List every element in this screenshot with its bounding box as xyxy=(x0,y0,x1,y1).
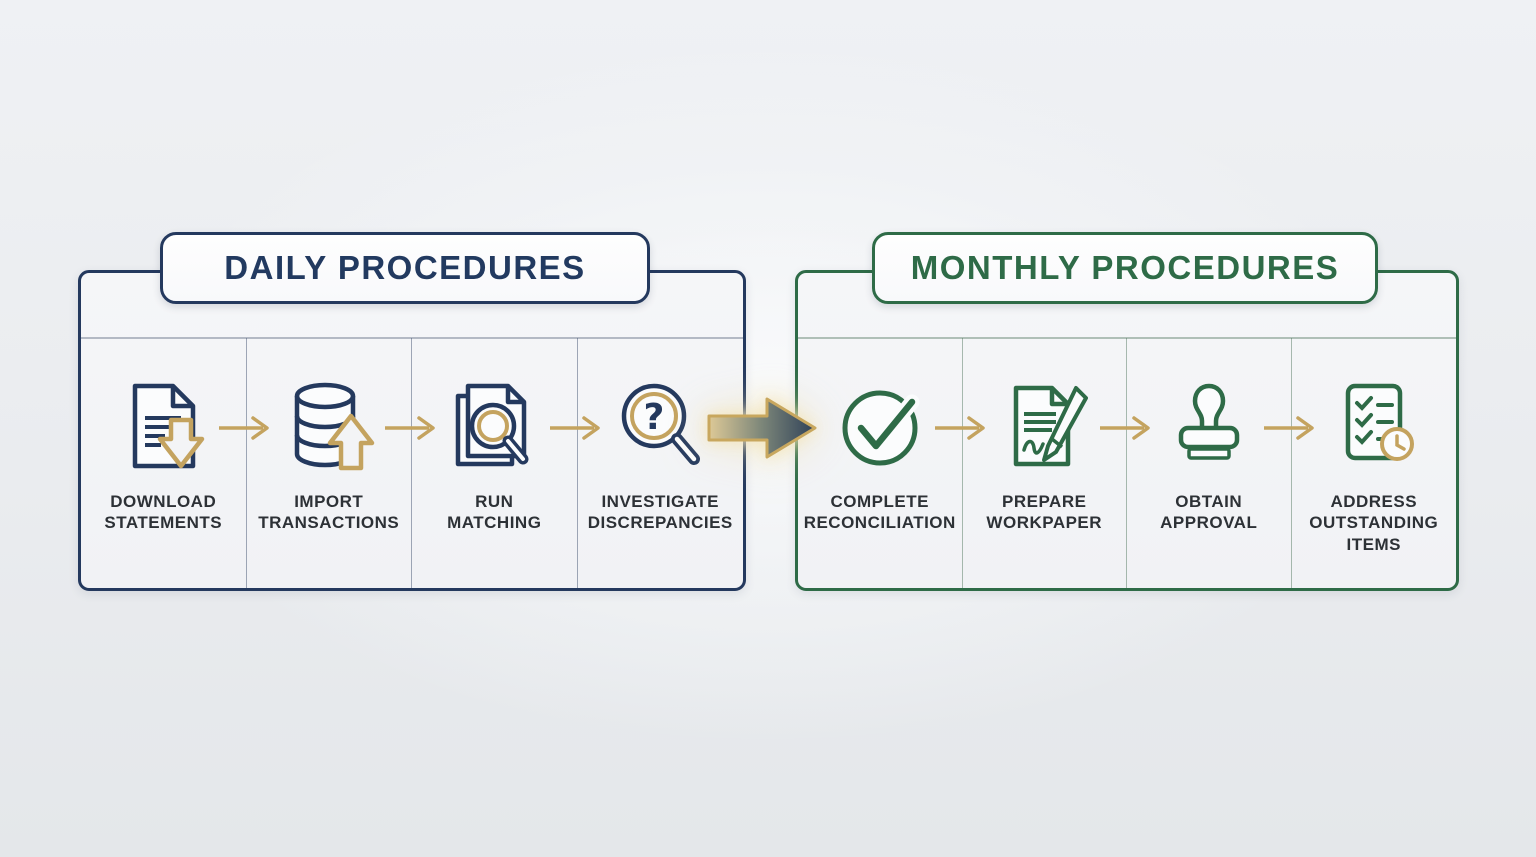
monthly-steps-row: COMPLETE RECONCILIATION PREPARE WORKPAPE… xyxy=(798,338,1456,588)
step-complete-reconciliation: COMPLETE RECONCILIATION xyxy=(798,338,963,588)
step-arrow-icon xyxy=(219,416,269,440)
panel-header-divider xyxy=(798,337,1456,339)
monthly-procedures-title: MONTHLY PROCEDURES xyxy=(872,232,1378,304)
daily-procedures-panel: DOWNLOAD STATEMENTS IMPORT TRANSACTIONS xyxy=(78,270,746,591)
step-label: COMPLETE RECONCILIATION xyxy=(803,492,956,533)
step-arrow-icon xyxy=(935,416,985,440)
document-magnifier-icon xyxy=(444,376,544,476)
step-label: OBTAIN APPROVAL xyxy=(1160,492,1258,533)
panel-header-divider xyxy=(81,337,743,339)
step-arrow-icon xyxy=(1264,416,1314,440)
step-investigate-discrepancies: ? INVESTIGATE DISCREPANCIES xyxy=(578,338,744,588)
monthly-procedures-panel: COMPLETE RECONCILIATION PREPARE WORKPAPE… xyxy=(795,270,1459,591)
stamp-icon xyxy=(1159,376,1259,476)
step-label: PREPARE WORKPAPER xyxy=(986,492,1103,533)
step-label: DOWNLOAD STATEMENTS xyxy=(104,492,223,533)
step-arrow-icon xyxy=(385,416,435,440)
step-arrow-icon xyxy=(550,416,600,440)
magnifier-question-icon: ? xyxy=(610,376,710,476)
checklist-clock-icon xyxy=(1324,376,1424,476)
panel-title-text: MONTHLY PROCEDURES xyxy=(910,249,1340,286)
daily-steps-row: DOWNLOAD STATEMENTS IMPORT TRANSACTIONS xyxy=(81,338,743,588)
svg-text:?: ? xyxy=(644,397,665,438)
daily-procedures-title: DAILY PROCEDURES xyxy=(160,232,650,304)
step-label: IMPORT TRANSACTIONS xyxy=(258,492,400,533)
panel-title-text: DAILY PROCEDURES xyxy=(224,249,586,286)
step-address-outstanding-items: ADDRESS OUTSTANDING ITEMS xyxy=(1292,338,1457,588)
step-label: INVESTIGATE DISCREPANCIES xyxy=(587,492,733,533)
step-label: ADDRESS OUTSTANDING ITEMS xyxy=(1309,492,1439,554)
step-obtain-approval: OBTAIN APPROVAL xyxy=(1127,338,1292,588)
check-circle-icon xyxy=(830,376,930,476)
step-import-transactions: IMPORT TRANSACTIONS xyxy=(247,338,412,588)
daily-to-monthly-arrow-icon xyxy=(707,397,817,459)
step-label: RUN MATCHING xyxy=(447,492,542,533)
step-arrow-icon xyxy=(1100,416,1150,440)
step-prepare-workpaper: PREPARE WORKPAPER xyxy=(963,338,1127,588)
document-pen-icon xyxy=(994,376,1094,476)
step-download-statements: DOWNLOAD STATEMENTS xyxy=(81,338,247,588)
database-upload-icon xyxy=(279,376,379,476)
step-run-matching: RUN MATCHING xyxy=(412,338,578,588)
document-download-icon xyxy=(113,376,213,476)
